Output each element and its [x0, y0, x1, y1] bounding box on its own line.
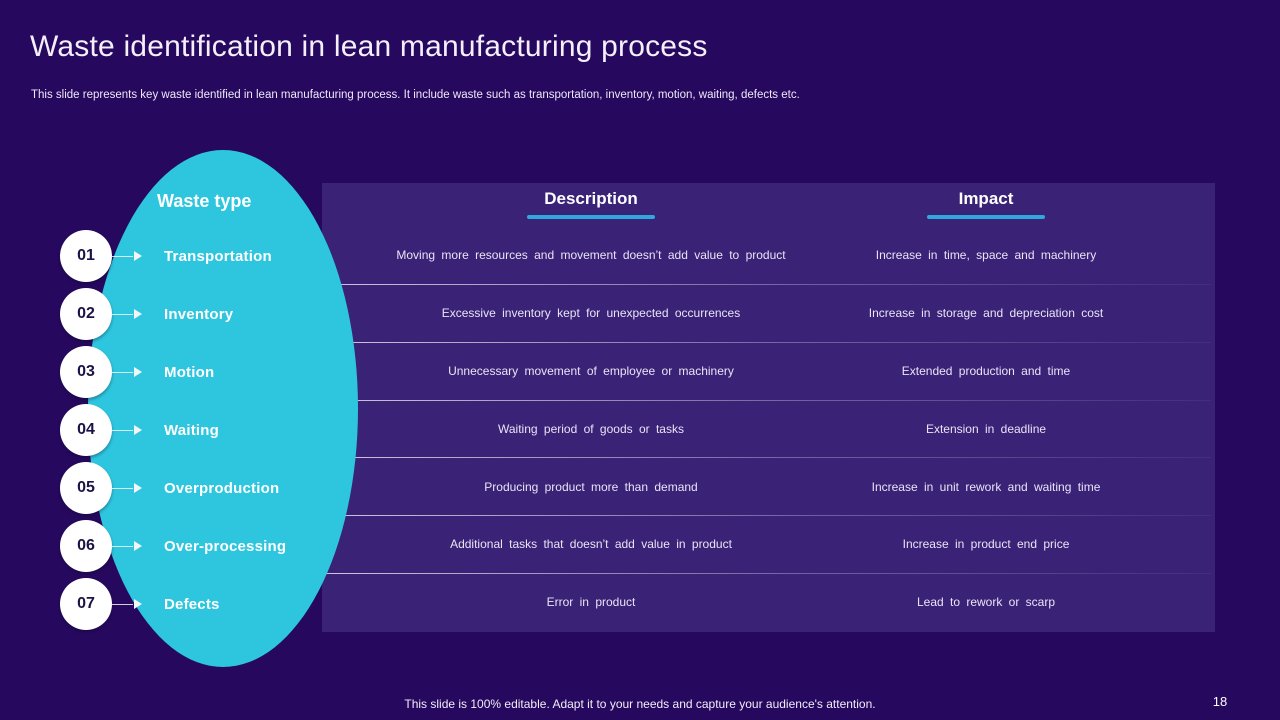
row-separator [322, 573, 1211, 575]
waste-item-defects: 07 Defects [60, 578, 320, 630]
waste-item-motion: 03 Motion [60, 346, 320, 398]
waste-item-label: Motion [164, 363, 215, 381]
number-badge: 07 [60, 578, 112, 630]
column-header-impact: Impact [821, 183, 1151, 220]
waste-type-ellipse [88, 150, 358, 667]
impact-header-label: Impact [958, 189, 1014, 208]
connector-line [112, 603, 133, 605]
number-badge: 02 [60, 288, 112, 340]
description-cell: Moving more resources and movement doesn… [396, 248, 786, 263]
description-cell: Additional tasks that doesn’t add value … [450, 537, 732, 552]
waste-item-label: Waiting [164, 421, 219, 439]
arrow-right-icon [134, 541, 150, 551]
arrow-right-icon [134, 367, 150, 377]
connector-line [112, 371, 133, 373]
arrow-right-icon [134, 309, 150, 319]
footer-note: This slide is 100% editable. Adapt it to… [404, 697, 876, 711]
table-row: Additional tasks that doesn’t add value … [322, 516, 1215, 575]
connector-line [112, 255, 133, 257]
impact-cell: Extended production and time [901, 363, 1071, 378]
slide-subtitle: This slide represents key waste identifi… [31, 89, 800, 101]
impact-cell: Increase in product end price [902, 537, 1070, 552]
impact-cell: Extension in deadline [925, 421, 1047, 436]
page-title: Waste identification in lean manufacturi… [30, 30, 708, 63]
impact-cell: Lead to rework or scarp [916, 595, 1056, 610]
waste-item-label: Overproduction [164, 479, 280, 497]
table-row: Waiting period of goods or tasks Extensi… [322, 401, 1215, 459]
connector-line [112, 487, 133, 489]
number-badge: 05 [60, 462, 112, 514]
waste-item-label: Inventory [164, 305, 234, 323]
impact-cell: Increase in unit rework and waiting time [871, 479, 1101, 494]
waste-item-label: Defects [164, 595, 220, 613]
page-number: 18 [1212, 694, 1228, 709]
description-header-label: Description [544, 189, 638, 208]
number-label: 07 [77, 595, 95, 612]
table-row: Producing product more than demand Incre… [322, 458, 1215, 517]
arrow-right-icon [134, 251, 150, 261]
waste-item-over-processing: 06 Over-processing [60, 520, 320, 572]
impact-header-underline [927, 215, 1045, 220]
impact-cell: Increase in time, space and machinery [875, 248, 1097, 263]
impact-cell: Increase in storage and depreciation cos… [868, 305, 1104, 320]
table-row: Unnecessary movement of employee or mach… [322, 343, 1215, 401]
number-label: 01 [77, 247, 95, 264]
table-row: Error in product Lead to rework or scarp [322, 574, 1215, 632]
row-separator [322, 341, 1211, 343]
description-cell: Error in product [546, 595, 636, 610]
number-badge: 03 [60, 346, 112, 398]
number-badge: 06 [60, 520, 112, 572]
connector-line [112, 545, 133, 547]
row-separator [322, 515, 1211, 517]
number-label: 05 [77, 479, 95, 496]
table-row: Moving more resources and movement doesn… [322, 227, 1215, 285]
row-separator [322, 399, 1211, 401]
number-label: 04 [77, 421, 95, 438]
number-label: 06 [77, 537, 95, 554]
connector-line [112, 313, 133, 315]
number-badge: 04 [60, 404, 112, 456]
waste-item-waiting: 04 Waiting [60, 404, 320, 456]
number-badge: 01 [60, 230, 112, 282]
description-header-underline [527, 215, 655, 220]
table-header-row: Description Impact [322, 183, 1215, 227]
waste-item-inventory: 02 Inventory [60, 288, 320, 340]
table-row: Excessive inventory kept for unexpected … [322, 285, 1215, 343]
connector-line [112, 429, 133, 431]
waste-item-overproduction: 05 Overproduction [60, 462, 320, 514]
description-cell: Waiting period of goods or tasks [498, 421, 684, 436]
row-separator [322, 457, 1211, 459]
arrow-right-icon [134, 483, 150, 493]
description-cell: Excessive inventory kept for unexpected … [441, 305, 741, 320]
waste-item-transportation: 01 Transportation [60, 230, 320, 282]
description-cell: Unnecessary movement of employee or mach… [448, 363, 734, 378]
row-separator [322, 283, 1211, 285]
waste-item-label: Transportation [164, 247, 272, 265]
number-label: 03 [77, 363, 95, 380]
column-header-description: Description [361, 183, 821, 220]
arrow-right-icon [134, 425, 150, 435]
number-label: 02 [77, 305, 95, 322]
waste-type-header: Waste type [157, 191, 252, 211]
waste-item-label: Over-processing [164, 537, 287, 555]
arrow-right-icon [134, 599, 150, 609]
waste-table: Description Impact Moving more resources… [322, 183, 1215, 632]
description-cell: Producing product more than demand [484, 479, 698, 494]
